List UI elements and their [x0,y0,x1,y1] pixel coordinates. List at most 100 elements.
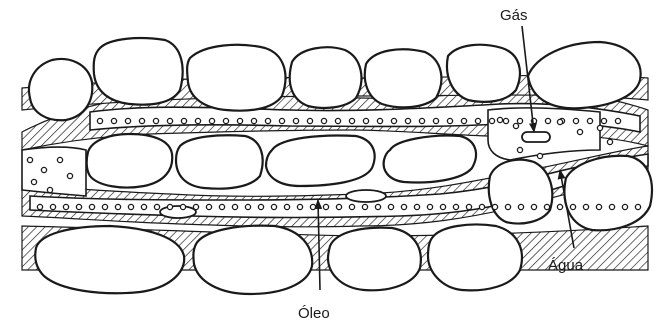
water-droplet [615,118,620,123]
water-droplet [57,157,62,162]
water-droplet [433,118,438,123]
water-droplet [587,118,592,123]
water-droplet [607,139,612,144]
water-droplet [245,204,250,209]
water-droplet [323,204,328,209]
water-droplet [513,123,518,128]
water-droplet [405,118,410,123]
water-droplet [419,118,424,123]
water-droplet [251,118,256,123]
grain-mid-2 [176,135,263,188]
water-droplet [401,204,406,209]
water-droplet [531,204,536,209]
water-droplet [195,118,200,123]
water-droplet [293,118,298,123]
water-droplet [297,204,302,209]
gas-bubble [522,132,550,142]
water-droplet [128,204,133,209]
water-droplet [461,118,466,123]
water-droplet [97,118,102,123]
grain-bottom-3 [328,228,421,291]
grain-bottom-2 [193,226,312,294]
water-droplet [335,118,340,123]
water-droplet [139,118,144,123]
grain-top-7 [528,42,641,108]
water-droplet [209,118,214,123]
water-droplet [153,118,158,123]
grain-top-6 [447,45,520,102]
water-droplet [27,157,32,162]
water-droplet [111,118,116,123]
water-droplet [453,204,458,209]
water-droplet [377,118,382,123]
water-droplet [180,204,185,209]
water-droplet [447,118,452,123]
grain-mid-3 [266,136,375,186]
water-droplet [503,118,508,123]
water-droplet [154,204,159,209]
water-droplet [50,204,55,209]
water-droplet [489,118,494,123]
gas-label: Gás [500,7,528,24]
water-droplet [635,204,640,209]
water-droplet [310,204,315,209]
water-droplet [596,204,601,209]
water-droplet [517,147,522,152]
water-droplet [237,118,242,123]
water-droplet [102,204,107,209]
water-droplet [466,204,471,209]
grain-right-1 [489,160,552,224]
water-droplet [141,204,146,209]
water-droplet [279,118,284,123]
oil-label: Óleo [298,305,330,322]
water-droplet [181,118,186,123]
water-droplet [47,187,52,192]
water-droplet [363,118,368,123]
water-label: Água [548,257,584,274]
water-droplet [545,118,550,123]
water-droplet [517,118,522,123]
water-droplet [518,204,523,209]
water-droplet [557,119,562,124]
water-droplet [125,118,130,123]
water-droplet [31,179,36,184]
water-droplet [414,204,419,209]
water-droplet [349,118,354,123]
water-droplet [609,204,614,209]
grain-right-2 [564,156,651,231]
water-droplet [167,204,172,209]
water-droplet [492,204,497,209]
grain-bottom-1 [35,226,184,293]
water-droplet [577,129,582,134]
water-droplet [63,204,68,209]
grain-top-2 [94,38,183,105]
water-droplet [573,118,578,123]
water-droplet [265,118,270,123]
water-droplet [388,204,393,209]
grain-top-5 [365,49,442,107]
middle-pore-channel [22,147,86,196]
water-droplet [307,118,312,123]
water-droplet [440,204,445,209]
water-droplet [321,118,326,123]
water-droplet [622,204,627,209]
water-droplet [37,204,42,209]
water-droplet [497,117,502,122]
water-droplet [232,204,237,209]
water-droplet [349,204,354,209]
water-droplet [284,204,289,209]
water-droplet [375,204,380,209]
water-droplet [583,204,588,209]
grain-top-3 [187,45,285,111]
water-droplet [115,204,120,209]
water-droplet [391,118,396,123]
water-droplet [597,125,602,130]
water-droplet [76,204,81,209]
grain-bottom-4 [428,225,522,291]
water-droplet [505,204,510,209]
grain-top-1 [29,59,92,120]
water-droplet [193,204,198,209]
water-droplet [258,204,263,209]
water-droplet [427,204,432,209]
